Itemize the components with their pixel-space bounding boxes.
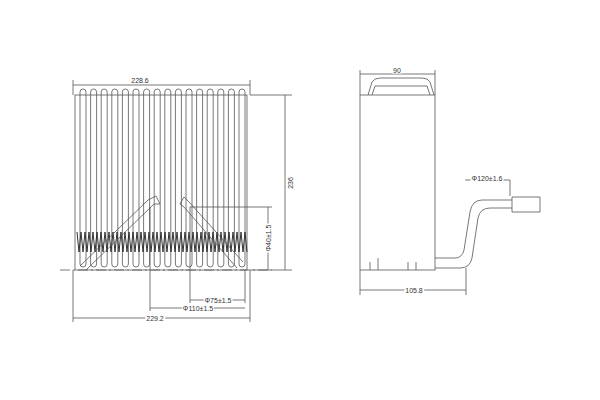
dimension-label: 236	[287, 176, 294, 190]
dimension-label: Φ110±1.5	[182, 305, 214, 312]
dimension-label: 105.8	[404, 287, 424, 294]
dimension-label: Φ40±1.5	[265, 224, 272, 253]
tube	[80, 89, 86, 267]
dimension-label: 228.6	[130, 77, 150, 84]
side-view	[360, 70, 540, 295]
pipe-offset-dimension-line	[150, 207, 245, 311]
width-dimension-line	[73, 80, 250, 95]
dimension-label: 90	[392, 67, 402, 74]
core-outline	[75, 95, 247, 270]
pipe-height-dimension-line	[190, 207, 272, 270]
overall-width-dimension-line	[73, 270, 250, 322]
tube	[186, 89, 192, 267]
dimension-label: 229.2	[145, 315, 165, 322]
fin-hatch	[77, 232, 247, 252]
pipe-lower-edge	[435, 208, 512, 268]
dimension-label: Φ120±1.6	[471, 175, 504, 182]
pipe-fitting	[512, 197, 540, 212]
tank-cap	[368, 78, 434, 95]
depth-dimension-line	[360, 70, 435, 95]
tank-cap-inner	[372, 86, 430, 95]
center-line	[60, 270, 272, 271]
leader-line	[465, 180, 510, 196]
front-view	[60, 80, 292, 322]
dimension-label: Φ75±1.5	[204, 297, 233, 304]
pipe-spacing-dimension-line	[190, 207, 245, 303]
tube	[154, 89, 160, 267]
core-side-outline	[360, 95, 435, 270]
overall-depth-dimension-line	[360, 268, 466, 295]
tube	[218, 89, 224, 267]
outlet-pipe	[180, 197, 243, 268]
inlet-pipe	[80, 196, 160, 270]
brackets	[370, 258, 416, 270]
